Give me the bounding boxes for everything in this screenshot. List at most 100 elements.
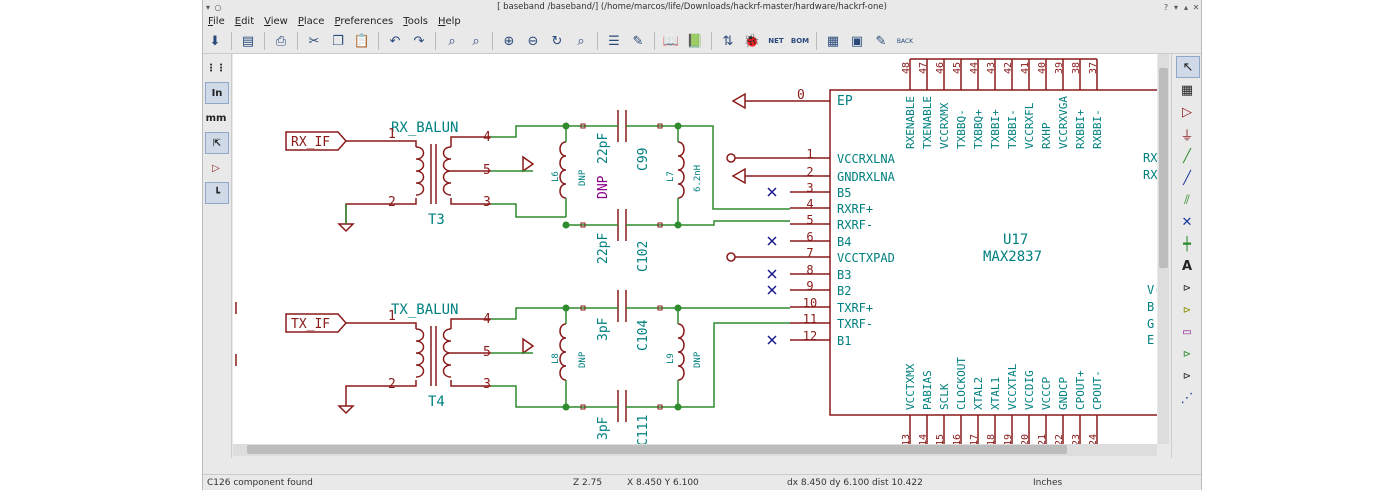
place-wire-icon[interactable]: ╱: [1183, 148, 1191, 164]
u17-top-pin-number: 47: [918, 62, 929, 74]
horizontal-scrollbar[interactable]: [233, 444, 1157, 456]
u17-top-pin-name: VCCRXVGA: [1057, 96, 1070, 149]
leave-sheet-icon[interactable]: ✎: [632, 33, 644, 49]
u17-pin-number: 11: [803, 312, 817, 326]
library-editor-icon[interactable]: 📖: [662, 33, 680, 49]
net-label-icon[interactable]: A: [1181, 258, 1193, 274]
zoom-in-icon[interactable]: ⊕: [503, 33, 515, 49]
menu-help[interactable]: Help: [437, 16, 461, 27]
menu-place[interactable]: Place: [297, 16, 325, 27]
netlist-icon[interactable]: NET: [768, 37, 784, 45]
close-icon[interactable]: ✕: [1192, 2, 1200, 12]
graphic-line-icon[interactable]: ⋰: [1180, 390, 1194, 406]
copy-icon[interactable]: ❐: [332, 33, 344, 49]
annotate-icon[interactable]: ⇅: [722, 33, 734, 49]
edit-fields-icon[interactable]: ✎: [875, 33, 887, 49]
ep-label: EP: [837, 94, 853, 109]
u17-right-pin-name: RX: [1143, 151, 1157, 165]
u17-bottom-pin-name: VCCXTAL: [1006, 363, 1019, 410]
vertical-scroll-thumb[interactable]: [1159, 68, 1168, 268]
print-icon[interactable]: ⎙: [275, 33, 287, 49]
tx-if-label: TX_IF: [291, 317, 330, 332]
hierarchy-navigator-icon[interactable]: ☰: [608, 33, 620, 49]
highlight-net-icon[interactable]: ▦: [1180, 82, 1194, 98]
l6-dnp: DNP: [578, 169, 588, 186]
find-replace-icon[interactable]: ⌕: [472, 33, 480, 49]
status-delta: dx 8.450 dy 6.100 dist 10.422: [787, 478, 923, 488]
library-browser-icon[interactable]: 📗: [686, 33, 704, 49]
redraw-icon[interactable]: ↻: [551, 33, 563, 49]
vertical-scrollbar[interactable]: [1158, 54, 1169, 444]
l7-value: 6.2nH: [693, 165, 703, 192]
schematic-canvas[interactable]: RX_IF TX_IF RX_BALUN TX_BALUN T3 T4 1 2 …: [233, 54, 1157, 444]
menu-file[interactable]: File: [208, 16, 225, 27]
place-component-icon[interactable]: ▷: [1182, 104, 1192, 120]
hier-sheet-icon[interactable]: ▭: [1182, 326, 1192, 338]
u17-top-pin-name: RXBBI+: [1074, 109, 1087, 149]
menu-edit[interactable]: Edit: [234, 16, 255, 27]
menu-preferences[interactable]: Preferences: [334, 16, 394, 27]
window-menu-icon[interactable]: ▾: [205, 2, 210, 12]
zoom-out-icon[interactable]: ⊖: [527, 33, 539, 49]
cursor-shape-icon[interactable]: ⇱: [205, 132, 229, 154]
c111-value: 3pF: [596, 416, 611, 440]
t4-pin3: 3: [483, 377, 491, 392]
hidden-pins-icon[interactable]: ▷: [212, 162, 220, 174]
no-connect-icon[interactable]: ✕: [1181, 214, 1193, 230]
wire-angle-icon[interactable]: ┗: [205, 182, 229, 204]
maximize-icon[interactable]: ▴: [1183, 2, 1188, 12]
place-bus-icon[interactable]: ╱: [1183, 170, 1191, 186]
page-settings-icon[interactable]: ▤: [241, 33, 255, 49]
toolbar-separator: [297, 32, 298, 50]
place-power-icon[interactable]: ⏚: [1180, 128, 1194, 144]
u17-ref: U17: [1003, 232, 1028, 248]
units-mm-button[interactable]: mm: [205, 112, 227, 124]
select-arrow-icon[interactable]: ↖: [1176, 56, 1200, 78]
u17-top-pin-name: TXBBI+: [989, 109, 1002, 149]
pin-icon[interactable]: ○: [214, 2, 222, 12]
undo-icon[interactable]: ↶: [389, 33, 401, 49]
rx-if-port: [285, 131, 348, 151]
hier-pin-icon[interactable]: ⊳: [1182, 370, 1192, 382]
hier-label-icon[interactable]: ⊳: [1182, 304, 1192, 316]
u17-bottom-pin-number: 15: [935, 434, 946, 444]
u17-pin-name: B2: [837, 284, 851, 298]
u17-pin-number: 10: [803, 296, 817, 310]
c111-label: C111: [636, 415, 651, 444]
back-annotate-icon[interactable]: BACK: [894, 31, 916, 51]
pcbnew-icon[interactable]: ▣: [850, 33, 864, 49]
u17-bottom-pin-number: 21: [1037, 434, 1048, 444]
bus-entry-icon[interactable]: ⫽: [1184, 192, 1190, 208]
bom-icon[interactable]: BOM: [790, 37, 810, 45]
u17-bottom-pins: VCCTXMX13PABIAS14SCLK15CLOCKOUT16XTAL217…: [901, 357, 1104, 444]
menu-tools[interactable]: Tools: [403, 16, 428, 27]
u17-top-pin-name: VCCRXMX: [938, 102, 951, 149]
toolbar-separator: [597, 32, 598, 50]
u17-bottom-pin-name: GNDCP: [1057, 377, 1070, 410]
u17-pin-name: RXRF+: [837, 202, 873, 216]
find-icon[interactable]: ⌕: [448, 33, 456, 49]
menu-view[interactable]: View: [264, 16, 288, 27]
minimize-icon[interactable]: ▾: [1173, 2, 1178, 12]
u17-pin-name: VCCRXLNA: [837, 152, 896, 166]
import-hier-label-icon[interactable]: ⊳: [1182, 348, 1192, 360]
wires: [345, 125, 790, 408]
cvpcb-icon[interactable]: ▦: [826, 33, 840, 49]
grid-toggle-icon[interactable]: ⋮⋮: [206, 62, 226, 74]
u17-top-pins: RXENABLE48TXENABLE47VCCRXMX46TXBBQ-45TXB…: [901, 62, 1104, 149]
erc-icon[interactable]: 🐞: [743, 33, 761, 49]
zoom-fit-icon[interactable]: ⌕: [577, 33, 585, 49]
t4-label: T4: [428, 394, 445, 410]
help-icon[interactable]: ?: [1163, 2, 1169, 12]
redo-icon[interactable]: ↷: [413, 33, 425, 49]
cut-icon[interactable]: ✂: [308, 33, 320, 49]
junction-icon[interactable]: ┿: [1183, 236, 1191, 252]
u17-top-pin-number: 41: [1020, 62, 1031, 74]
horizontal-scroll-thumb[interactable]: [247, 445, 1067, 454]
paste-icon[interactable]: 📋: [353, 33, 371, 49]
status-zoom: Z 2.75: [573, 478, 603, 488]
u17-pin-name: VCCTXPAD: [837, 251, 895, 265]
save-icon[interactable]: ⬇: [209, 33, 221, 49]
units-inches-button[interactable]: In: [205, 82, 229, 104]
global-label-icon[interactable]: ⊳: [1182, 282, 1192, 294]
